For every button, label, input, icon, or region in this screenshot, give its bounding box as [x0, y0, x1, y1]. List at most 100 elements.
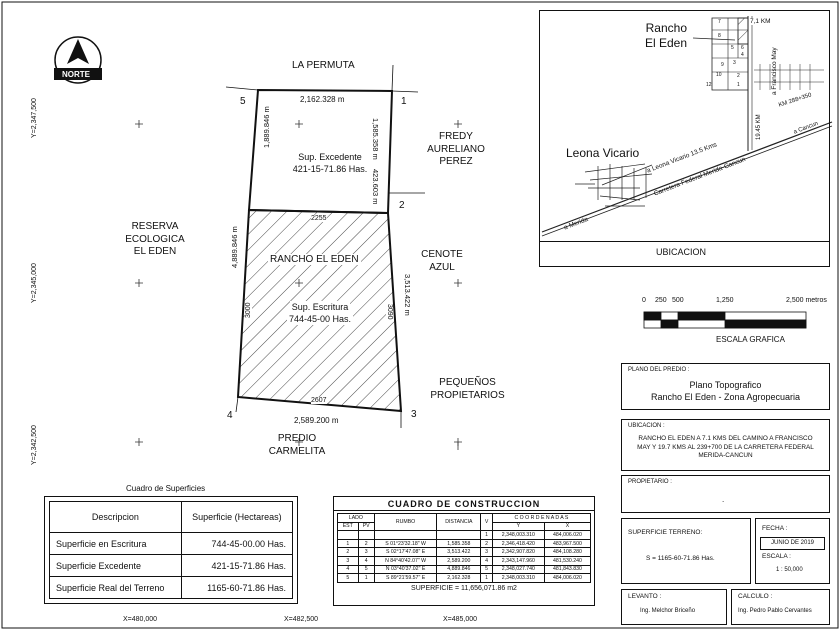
superficie-value: S = 1165-60-71.86 Has. [646, 555, 715, 562]
dim-inner-left: 3000 [245, 302, 252, 318]
vertex-1: 1 [401, 96, 407, 107]
lot-9: 9 [721, 62, 724, 68]
km1945-label: 19.45 KM [756, 114, 762, 140]
escala-value: 1 : 50,000 [776, 567, 803, 573]
km71-label: 7,1 KM [750, 18, 771, 25]
fecha-value: JUNIO DE 2019 [760, 537, 825, 550]
ubicacion-text: RANCHO EL EDEN A 7.1 KMS DEL CAMINO A FR… [637, 435, 814, 459]
dim-inner-right: 3090 [386, 304, 393, 320]
levanto-header: LEVANTO : [628, 593, 662, 600]
coord-x3: X=485,000 [443, 616, 478, 623]
lot-10: 10 [716, 72, 722, 78]
scale-label: ESCALA GRAFICA [716, 335, 785, 344]
scale-tick-2500: 2,500 metros [786, 297, 827, 304]
town-label: Leona Vicario [566, 146, 640, 160]
dim-bottom: 2,589.200 m [294, 416, 339, 425]
lot-1: 1 [737, 82, 740, 88]
vertex-5: 5 [240, 96, 246, 107]
boundary-extension [391, 90, 419, 93]
dim-right-lower: 3,513.422 m [403, 274, 412, 316]
adjacent-top: LA PERMUTA [292, 60, 355, 71]
superficie-box: SUPERFICIE TERRENO: S = 1165-60-71.86 Ha… [621, 518, 751, 584]
dim-inner-top: 2255 [311, 215, 327, 222]
fecha-header: FECHA : [762, 525, 788, 532]
plano-header: PLANO DEL PREDIO : [628, 367, 690, 373]
grid-crosses [135, 120, 462, 450]
label-rancho: RANCHO EL EDEN [268, 254, 361, 265]
ubicacion-header: UBICACION : [628, 423, 665, 429]
propietario-box: PROPIETARIO : . [621, 475, 830, 513]
dim-left-total: 4,889.846 m [230, 226, 239, 268]
table-row: 1 2,348,003.310 484,006.020 [337, 530, 592, 540]
dim-left-upper: 1,889.846 m [262, 106, 271, 148]
north-arrow-icon [54, 36, 102, 84]
label-escritura: Sup. Escritura 744-45-00 Has. [286, 301, 354, 325]
north-label: NORTE [62, 70, 90, 79]
cuadro-con-table: LADO RUMBO DISTANCIA V C O O R D E N A D… [337, 512, 592, 583]
lot-7: 7 [718, 19, 721, 25]
dim-top: 2,162.328 m [300, 95, 345, 104]
location-map: UBICACION [539, 10, 830, 267]
boundary-extension [235, 396, 239, 413]
cuadro-con-title: CUADRO DE CONSTRUCCION [334, 499, 594, 511]
lot-6: 6 [741, 45, 744, 51]
coord-y3: Y=2,342,500 [31, 425, 38, 465]
location-caption: UBICACION [656, 247, 707, 257]
fecha-escala-box: FECHA : JUNIO DE 2019 ESCALA : 1 : 50,00… [755, 518, 830, 584]
lot-2: 2 [737, 73, 740, 79]
table-header-row: LADO RUMBO DISTANCIA V C O O R D E N A D… [337, 512, 592, 532]
dim-inner-bottom: 2607 [311, 397, 327, 404]
ubicacion-box: UBICACION : RANCHO EL EDEN A 7.1 KMS DEL… [621, 419, 830, 471]
cuadro-con-box: CUADRO DE CONSTRUCCION LADO RUMBO DISTAN… [333, 496, 595, 606]
boundary-extension [391, 64, 394, 92]
header-superficie: Superficie (Hectareas) [180, 501, 294, 533]
scale-tick-1250: 1,250 [716, 297, 734, 304]
lot-3: 3 [733, 60, 736, 66]
boundary-extension [225, 86, 259, 91]
coord-y2: Y=2,345,000 [31, 263, 38, 303]
table-header-row: Descripcion Superficie (Hectareas) [49, 501, 294, 533]
superficie-header: SUPERFICIE TERRENO: [628, 529, 703, 536]
calculo-box: CALCULO : Ing. Pedro Pablo Cervantes [731, 589, 830, 625]
header-descripcion: Descripcion [49, 501, 182, 533]
cuadro-con-total: SUPERFICIE = 11,656,071.86 m2 [411, 584, 517, 592]
lot-8: 8 [718, 33, 721, 39]
levanto-box: LEVANTO : Ing. Melchor Briceño [621, 589, 727, 625]
location-map-drawing [541, 16, 833, 237]
lot-4: 4 [741, 52, 744, 58]
coord-y1: Y=2,347,500 [31, 98, 38, 138]
vertex-3: 3 [411, 409, 417, 420]
scale-tick-500: 500 [672, 297, 684, 304]
cuadro-sup-title: Cuadro de Superficies [126, 484, 206, 493]
levanto-value: Ing. Melchor Briceño [640, 608, 696, 614]
calculo-value: Ing. Pedro Pablo Cervantes [738, 608, 812, 614]
coord-x1: X=480,000 [123, 616, 158, 623]
vertex-2: 2 [399, 200, 405, 211]
escala-header: ESCALA : [762, 553, 791, 560]
scale-tick-0: 0 [642, 297, 646, 304]
lot-5: 5 [731, 45, 734, 51]
vertex-4: 4 [227, 410, 233, 421]
calculo-header: CALCULO : [738, 593, 773, 600]
lot-12: 12 [706, 82, 712, 88]
to-francisco-label: a Francisco May [771, 47, 778, 95]
scale-bar [643, 311, 807, 329]
cuadro-sup-table: Descripcion Superficie (Hectareas) Super… [49, 501, 294, 599]
